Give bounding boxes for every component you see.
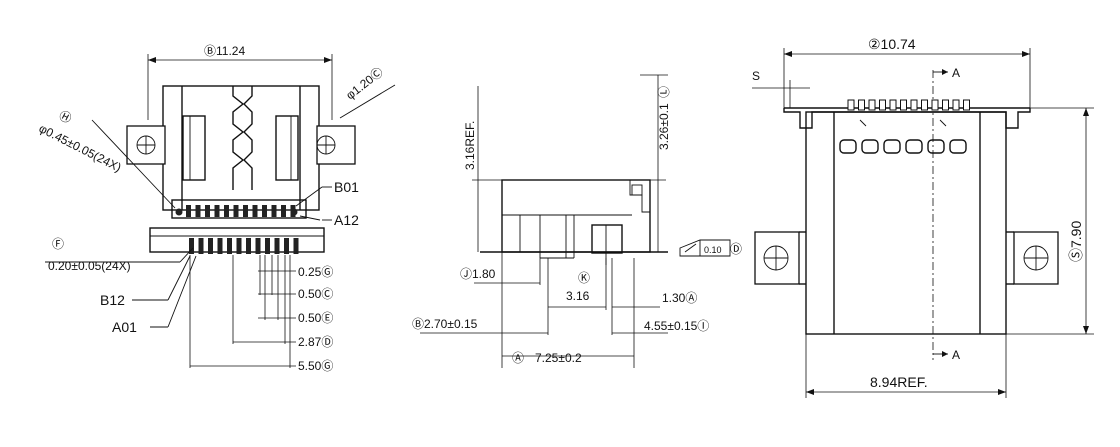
label-a01: A01 — [112, 319, 137, 335]
contact-pin-bottom — [236, 238, 242, 254]
section-a-bottom: A — [952, 348, 960, 362]
flange-tooth — [900, 99, 907, 111]
contact-pin-top — [224, 205, 229, 217]
contact-pin-bottom — [255, 238, 261, 254]
flange-tooth — [889, 99, 897, 111]
dim-hole-120: φ1.20Ⓒ — [343, 65, 386, 103]
dim-8-94-ref: 8.94REF. — [870, 374, 928, 390]
front-view: Ⓑ11.24 φ0.45±0.05(24X) Ⓗ — [37, 44, 396, 373]
dim-7-90: Ⓢ7.90 — [1068, 221, 1084, 262]
flange-tooth — [879, 99, 886, 111]
dim-pin-width: 0.20±0.05(24X) — [48, 259, 131, 273]
flange-tooth — [952, 99, 960, 111]
contact-pin-top — [262, 205, 267, 217]
contact-pin-top — [205, 205, 210, 217]
label-b12: B12 — [100, 292, 125, 308]
dim-hole-045: φ0.45±0.05(24X) — [37, 121, 124, 175]
dim-7-25-mark: Ⓐ — [512, 351, 524, 365]
contact-pin-top — [281, 205, 286, 217]
slot-window — [883, 139, 901, 154]
contact-pin-top — [195, 205, 201, 217]
slot-window — [839, 139, 857, 154]
slot-window — [861, 139, 879, 154]
dim-3-26-mark: Ⓛ — [657, 86, 671, 98]
flange-tooth — [931, 99, 939, 111]
contact-pin-bottom — [265, 238, 270, 254]
dim-2-87: 2.87Ⓓ — [298, 335, 333, 349]
left-mark: S — [752, 69, 760, 83]
contact-pin-top — [290, 205, 296, 217]
flange-tooth — [942, 99, 949, 111]
dim-1-80: Ⓙ1.80 — [460, 267, 496, 281]
slot-window — [927, 139, 945, 154]
slot-window — [949, 139, 967, 154]
dim-3-16-mark: Ⓚ — [578, 271, 590, 285]
dim-0-25: 0.25Ⓖ — [298, 265, 333, 279]
flange-tooth — [847, 99, 855, 111]
dim-4-55: 4.55±0.15Ⓘ — [644, 319, 709, 333]
dim-pin-width-mark: Ⓕ — [52, 237, 64, 251]
contact-pin-bottom — [208, 238, 213, 254]
dim-0-50-b: 0.50Ⓔ — [298, 311, 333, 325]
contact-pin-top — [271, 205, 277, 217]
contact-pin-bottom — [274, 238, 280, 254]
label-a12: A12 — [334, 212, 359, 228]
contact-pin-bottom — [293, 238, 299, 254]
contact-pin-bottom — [217, 238, 223, 254]
dim-5-50: 5.50Ⓖ — [298, 359, 333, 373]
contact-pin-bottom — [227, 238, 232, 254]
dim-3-16: 3.16 — [566, 289, 590, 303]
label-b01: B01 — [334, 179, 359, 195]
dim-7-25: 7.25±0.2 — [535, 351, 582, 365]
flange-tooth — [921, 99, 928, 111]
flatness-value: 0.10 — [704, 245, 722, 255]
contact-pin-top — [233, 205, 239, 217]
dim-2-70: Ⓑ2.70±0.15 — [412, 317, 478, 331]
contact-pin-bottom — [198, 238, 204, 254]
dim-3-26: 3.26±0.1 — [657, 103, 671, 150]
contact-pin-bottom — [284, 238, 289, 254]
flange-tooth — [868, 99, 876, 111]
dim-1-30: 1.30Ⓐ — [662, 291, 697, 305]
dim-10-74: ②10.74 — [868, 36, 916, 52]
contact-pin-top — [186, 205, 191, 217]
dim-hole-045-mark: Ⓗ — [57, 108, 74, 126]
section-a-top: A — [952, 66, 960, 80]
side-view: 3.16REF. 3.26±0.1 Ⓛ 0.10 Ⓓ Ⓙ1.80 Ⓚ 3 — [412, 74, 742, 368]
contact-pin-bottom — [246, 238, 251, 254]
contact-pin-bottom — [189, 238, 194, 254]
dim-0-50-a: 0.50Ⓒ — [298, 287, 333, 301]
flange-tooth — [858, 99, 865, 111]
flatness-mark: Ⓓ — [730, 242, 742, 256]
contact-pin-top — [243, 205, 248, 217]
contact-pin-top — [214, 205, 220, 217]
flange-tooth — [910, 99, 918, 111]
contact-pin-top — [252, 205, 258, 217]
dim-top-width: Ⓑ11.24 — [204, 44, 245, 58]
dim-3-16-ref: 3.16REF. — [463, 121, 477, 170]
slot-window — [905, 139, 923, 154]
flange-tooth — [963, 99, 970, 111]
top-view: ②10.74 S A A — [752, 36, 1094, 398]
